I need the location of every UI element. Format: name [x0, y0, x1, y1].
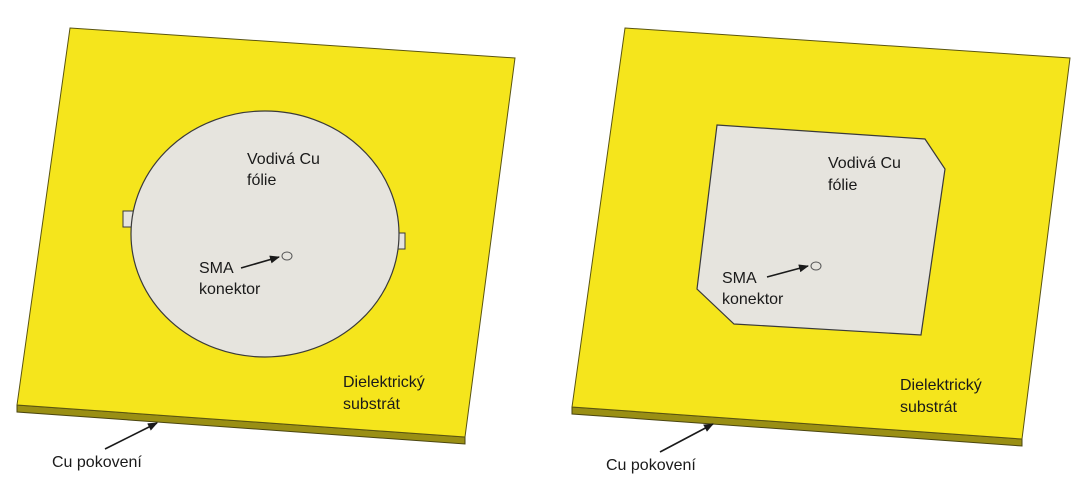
substrate-label-line2: substrát	[900, 399, 957, 416]
substrate-label-line1: Dielektrický	[900, 377, 982, 394]
plating-arrow	[659, 423, 714, 453]
sma-connector-hole	[281, 251, 293, 261]
plating-label: Cu pokovení	[606, 457, 696, 474]
foil-label-line1: Vodivá Cu	[247, 151, 320, 168]
plating-label: Cu pokovení	[52, 454, 142, 471]
substrate-label-line1: Dielektrický	[343, 374, 425, 391]
foil-label-line2: fólie	[247, 172, 276, 189]
connector-label-line2: konektor	[199, 281, 261, 298]
foil-label-line1: Vodivá Cu	[828, 155, 901, 172]
plating-arrow	[104, 422, 158, 450]
panel-circular-patch: Vodivá Cu fólie SMA konektor Dielektrick…	[16, 27, 516, 471]
connector-arrow	[240, 255, 280, 269]
connector-label-line1: SMA	[722, 270, 757, 287]
substrate-label-line2: substrát	[343, 396, 400, 413]
copper-foil-square	[696, 124, 946, 336]
connector-arrow	[766, 264, 809, 278]
foil-label-line2: fólie	[828, 177, 857, 194]
sma-connector-hole	[810, 261, 822, 271]
connector-label-line1: SMA	[199, 260, 234, 277]
connector-label-line2: konektor	[722, 291, 784, 308]
panel-square-patch: Vodivá Cu fólie SMA konektor Dielektrick…	[571, 27, 1071, 474]
copper-foil-circular	[130, 110, 400, 358]
